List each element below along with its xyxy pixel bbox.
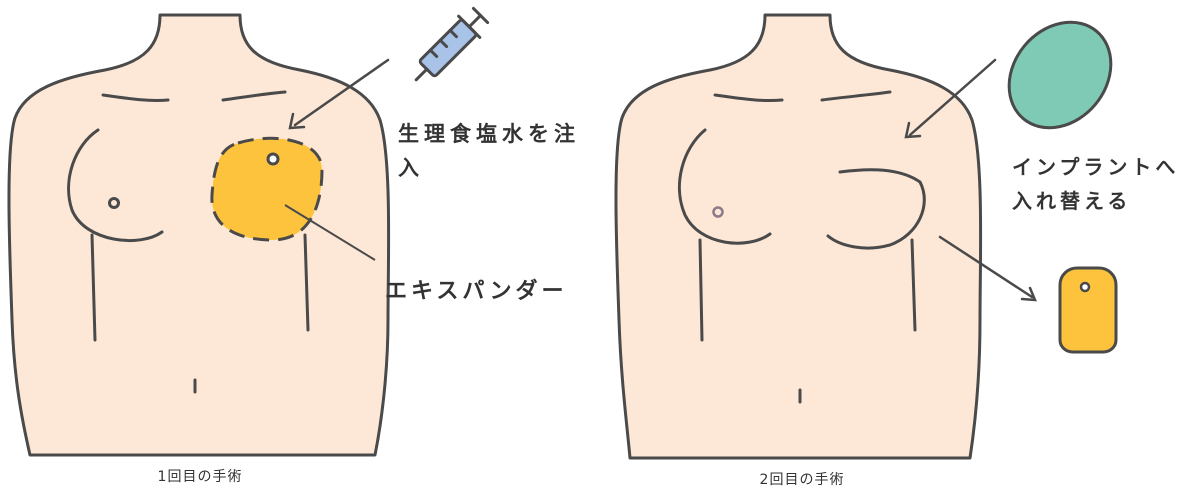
caption-first-surgery: 1回目の手術	[120, 466, 280, 486]
expander-port	[268, 154, 278, 164]
saline-injection-label: 生理食塩水を注入	[398, 117, 588, 185]
expander-label: エキスパンダー	[385, 275, 567, 309]
torso-right	[616, 15, 981, 458]
torso-left	[9, 15, 389, 455]
caption-second-surgery: 2回目の手術	[722, 469, 882, 489]
implant-icon	[988, 2, 1132, 148]
expander-device-icon	[1060, 268, 1116, 352]
expander	[212, 138, 322, 240]
syringe-icon	[406, 5, 492, 91]
implant-replacement-label: インプラントへ入れ替える	[1012, 150, 1195, 218]
